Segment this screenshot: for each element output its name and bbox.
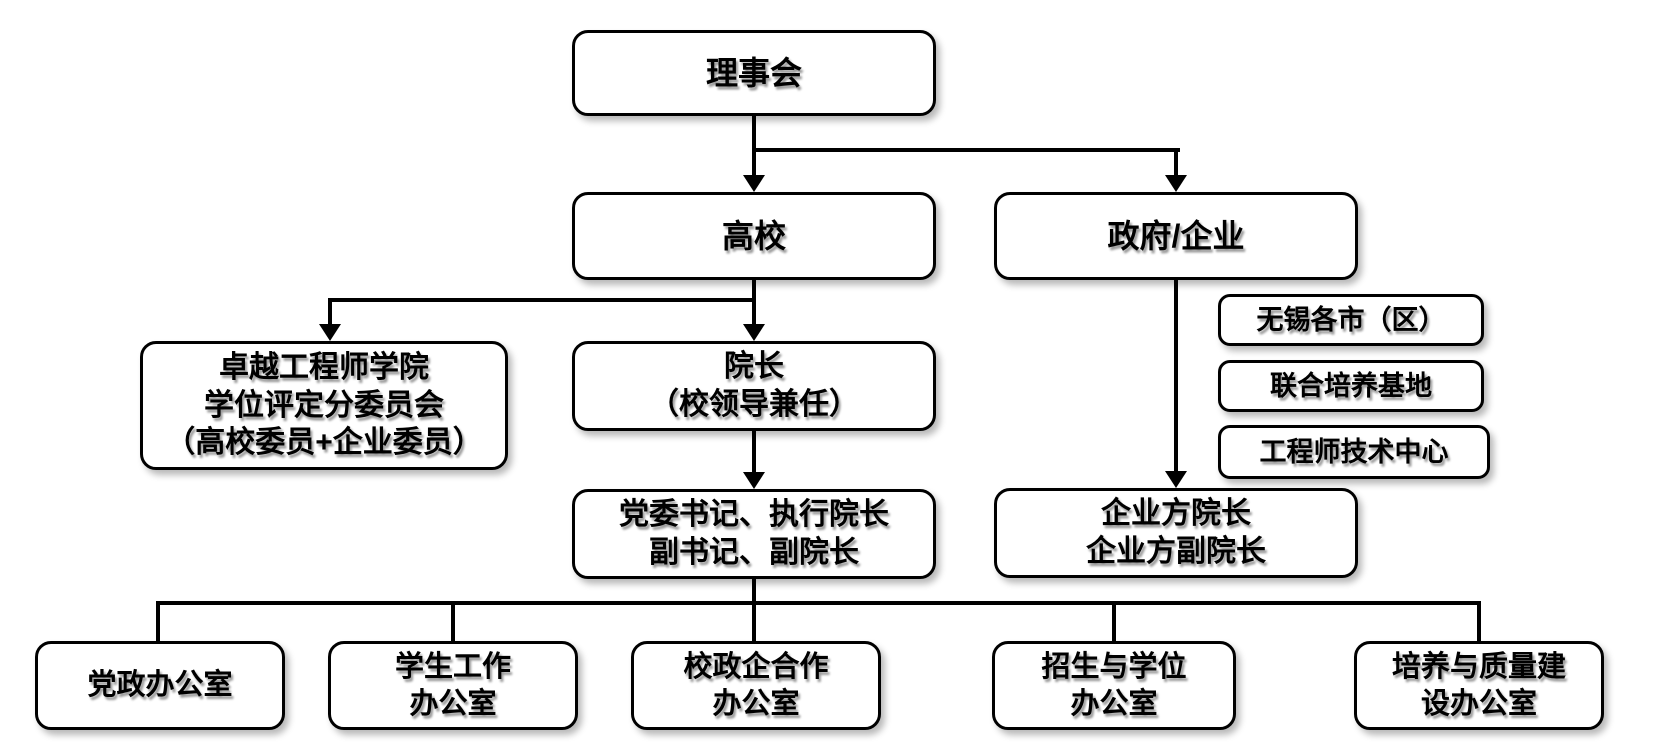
node-office-admission-degree: 招生与学位 办公室 xyxy=(992,641,1236,730)
connector-top-branch xyxy=(752,148,1180,152)
node-office-student-work-label: 学生工作 办公室 xyxy=(394,650,511,720)
node-gov-enterprise: 政府/企业 xyxy=(994,192,1358,280)
node-enterprise-dean-label: 企业方院长 企业方副院长 xyxy=(1086,497,1266,568)
connector-gov-to-enterprise-dean xyxy=(1174,280,1178,472)
node-dean: 院长 （校领导兼任） xyxy=(572,341,936,431)
node-office-admission-degree-label: 招生与学位 办公室 xyxy=(1041,650,1187,720)
connector-to-degree-committee xyxy=(328,298,332,326)
node-enterprise-dean: 企业方院长 企业方副院长 xyxy=(994,488,1358,578)
arrowhead-to-gov-enterprise xyxy=(1165,175,1187,192)
connector-board-riser xyxy=(752,114,756,152)
connector-to-gov-enterprise xyxy=(1174,148,1178,178)
arrowhead-to-party-secretary xyxy=(743,472,765,489)
arrowhead-to-university xyxy=(743,175,765,192)
node-office-party-admin: 党政办公室 xyxy=(35,641,285,730)
node-degree-committee: 卓越工程师学院 学位评定分委员会 （高校委员+企业委员） xyxy=(140,341,508,470)
node-dean-label: 院长 （校领导兼任） xyxy=(649,350,859,421)
connector-drop-office-student-work xyxy=(451,601,455,642)
node-office-party-admin-label: 党政办公室 xyxy=(87,669,233,702)
node-university-label: 高校 xyxy=(721,217,786,254)
node-joint-training-base-label: 联合培养基地 xyxy=(1270,370,1432,401)
node-wuxi-districts-label: 无锡各市（区） xyxy=(1256,304,1446,335)
connector-bottom-branch xyxy=(156,601,1481,605)
node-party-secretary-label: 党委书记、执行院长 副书记、副院长 xyxy=(619,498,889,569)
connector-university-riser xyxy=(752,280,756,302)
node-joint-training-base: 联合培养基地 xyxy=(1218,360,1484,412)
connector-to-university xyxy=(752,148,756,178)
node-office-student-work: 学生工作 办公室 xyxy=(328,641,578,730)
node-party-secretary: 党委书记、执行院长 副书记、副院长 xyxy=(572,489,936,579)
node-office-school-gov-enterprise: 校政企合作 办公室 xyxy=(631,641,881,730)
node-gov-enterprise-label: 政府/企业 xyxy=(1107,217,1245,254)
node-engineer-tech-center-label: 工程师技术中心 xyxy=(1259,436,1449,467)
connector-drop-office-training-quality xyxy=(1477,601,1481,642)
node-degree-committee-label: 卓越工程师学院 学位评定分委员会 （高校委员+企业委员） xyxy=(165,350,483,460)
connector-to-dean xyxy=(752,298,756,326)
node-board-of-directors-label: 理事会 xyxy=(705,54,802,91)
node-wuxi-districts: 无锡各市（区） xyxy=(1218,294,1484,346)
connector-drop-office-admission-degree xyxy=(1112,601,1116,642)
connector-dean-to-party-secretary xyxy=(752,431,756,473)
arrowhead-to-enterprise-dean xyxy=(1165,471,1187,488)
connector-drop-office-school-gov-enterprise xyxy=(752,601,756,642)
connector-party-secretary-riser xyxy=(752,579,756,605)
arrowhead-to-dean xyxy=(743,324,765,341)
node-university: 高校 xyxy=(572,192,936,280)
arrowhead-to-degree-committee xyxy=(319,324,341,341)
connector-university-branch xyxy=(328,298,756,302)
connector-drop-office-party-admin xyxy=(156,601,160,642)
node-engineer-tech-center: 工程师技术中心 xyxy=(1218,425,1490,479)
node-board-of-directors: 理事会 xyxy=(572,30,936,116)
node-office-training-quality-label: 培养与质量建 设办公室 xyxy=(1391,650,1566,720)
node-office-training-quality: 培养与质量建 设办公室 xyxy=(1354,641,1604,730)
node-office-school-gov-enterprise-label: 校政企合作 办公室 xyxy=(683,650,829,720)
